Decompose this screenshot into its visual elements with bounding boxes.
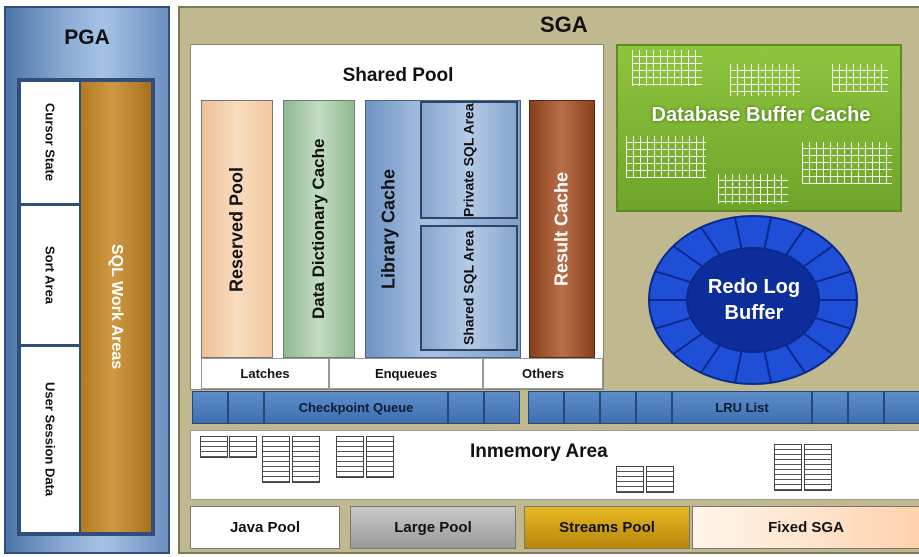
redo-ring-segment [802, 245, 834, 268]
redo-ring-segment [763, 217, 773, 249]
database-buffer-cache-label: Database Buffer Cache [651, 104, 871, 126]
data-dictionary-cache: Data Dictionary Cache [283, 100, 355, 358]
redo-log-buffer-label: Redo Log Buffer [707, 276, 801, 324]
shared-pool: Shared Pool Reserved Pool Data Dictionar… [190, 44, 604, 390]
inmemory-table-icon [262, 436, 290, 483]
redo-ring-segment [700, 226, 721, 256]
checkpoint-queue: Checkpoint Queue [264, 391, 448, 424]
lru-cell [884, 391, 919, 424]
latches-cell: Latches [201, 358, 329, 389]
buffer-grid [718, 174, 788, 204]
pga-inner-panel: Cursor State Sort Area User Session Data… [17, 78, 155, 536]
lru-cell [564, 391, 600, 424]
private-sql-area: Private SQL Area [420, 101, 518, 219]
inmemory-table-icon [366, 436, 394, 478]
reserved-pool: Reserved Pool [201, 100, 273, 358]
library-cache: Library Cache Private SQL Area Shared SQ… [365, 100, 521, 358]
queue-cell [192, 391, 228, 424]
redo-ring-segment [654, 316, 692, 330]
lru-cell [636, 391, 672, 424]
java-pool: Java Pool [190, 506, 340, 549]
buffer-grid [632, 50, 702, 86]
inmemory-table-icon [774, 444, 802, 491]
sga-title: SGA [540, 12, 588, 37]
shared-sql-area: Shared SQL Area [420, 225, 518, 351]
inmemory-table-icon [200, 436, 228, 458]
lru-list: LRU List [672, 391, 812, 424]
queue-cell [448, 391, 484, 424]
shared-pool-title: Shared Pool [342, 65, 454, 86]
redo-ring-segment [763, 351, 773, 383]
redo-ring-segment [700, 344, 721, 374]
sql-work-areas: SQL Work Areas [81, 82, 151, 532]
lru-cell [600, 391, 636, 424]
pga-cell-user-session-data: User Session Data [21, 347, 79, 532]
fixed-sga: Fixed SGA [692, 506, 919, 549]
inmemory-table-icon [616, 466, 644, 493]
redo-log-ring [648, 215, 858, 385]
inmemory-table-icon [292, 436, 320, 483]
redo-ring-segment [802, 332, 834, 355]
redo-ring-segment [672, 332, 704, 355]
streams-pool: Streams Pool [524, 506, 690, 549]
lru-cell [528, 391, 564, 424]
result-cache: Result Cache [529, 100, 595, 358]
inmemory-table-icon [804, 444, 832, 491]
others-cell: Others [483, 358, 603, 389]
buffer-grid [802, 142, 892, 184]
redo-ring-segment [814, 316, 852, 330]
buffer-grid [626, 136, 706, 178]
buffer-grid [730, 64, 800, 96]
enqueues-cell: Enqueues [329, 358, 483, 389]
redo-ring-segment [733, 217, 743, 249]
pga-cell-cursor-state: Cursor State [21, 82, 79, 203]
redo-ring-segment [733, 351, 743, 383]
buffer-grid [832, 64, 888, 92]
inmemory-area-title: Inmemory Area [470, 441, 608, 462]
inmemory-table-icon [646, 466, 674, 493]
redo-ring-segment [785, 226, 806, 256]
redo-ring-segment [672, 245, 704, 268]
pga-title: PGA [64, 26, 110, 49]
large-pool: Large Pool [350, 506, 516, 549]
pga-cell-sort-area: Sort Area [21, 206, 79, 344]
inmemory-table-icon [336, 436, 364, 478]
redo-ring-segment [654, 270, 692, 284]
library-cache-label: Library Cache [378, 168, 399, 290]
lru-cell [812, 391, 848, 424]
queue-cell [484, 391, 520, 424]
redo-ring-segment [814, 270, 852, 284]
database-buffer-cache [616, 44, 902, 212]
inmemory-table-icon [229, 436, 257, 458]
redo-ring-segment [785, 344, 806, 374]
lru-cell [848, 391, 884, 424]
queue-cell [228, 391, 264, 424]
